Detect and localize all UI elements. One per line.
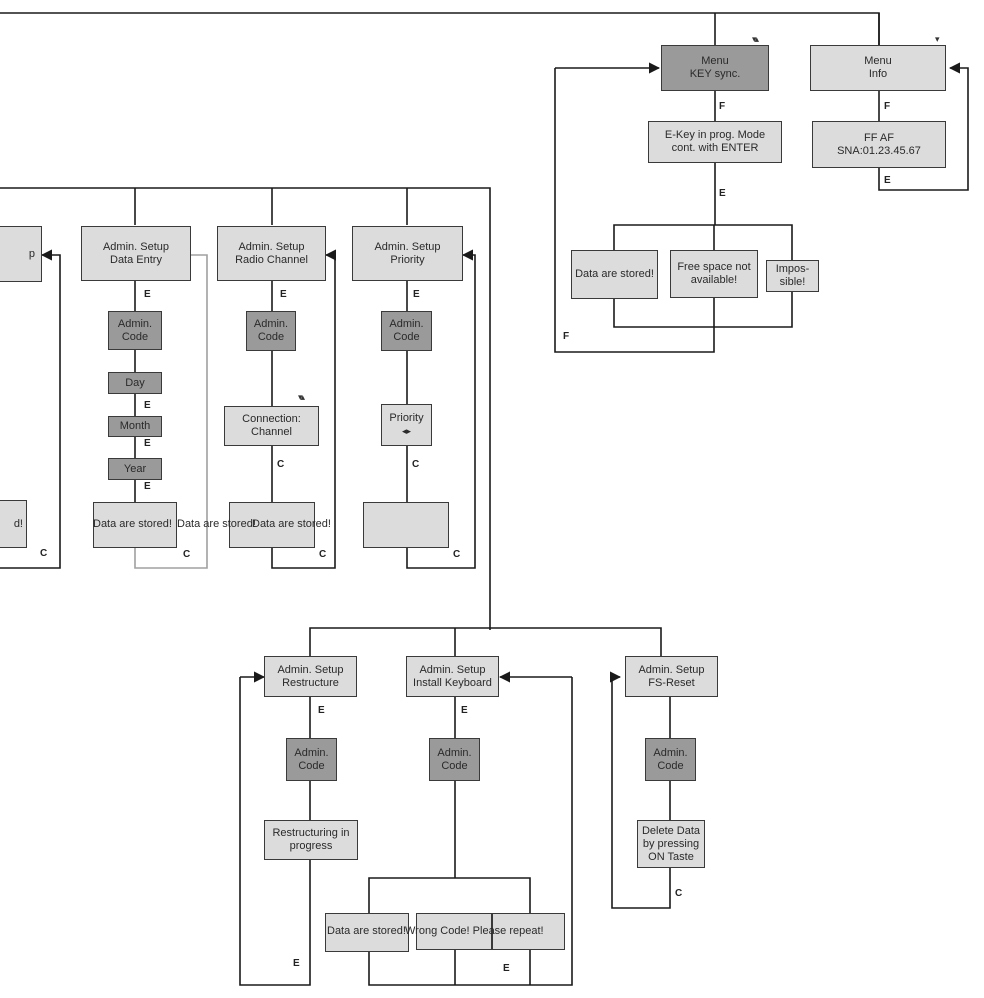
edge-label-e: E — [144, 400, 151, 411]
repeat-box — [492, 913, 565, 950]
admin-code-text: Admin. Code — [294, 746, 329, 772]
edge-label-e: E — [503, 963, 510, 974]
key-sync-stored-text: Data are stored! — [575, 268, 654, 280]
radio-channel-stored-box — [229, 502, 315, 548]
admin-setup-radio-channel-box: Admin. Setup Radio Channel — [217, 226, 326, 281]
day-box: Day — [108, 372, 162, 394]
info-detail-text: FF AF SNA:01.23.45.67 — [837, 131, 921, 157]
impossible-text: Impos- sible! — [775, 263, 810, 288]
edge-label-e: E — [280, 289, 287, 300]
admin-code-text: Admin. Code — [653, 746, 688, 772]
admin-setup-priority-text: Admin. Setup Priority — [374, 240, 441, 266]
edge-label-e: E — [719, 188, 726, 199]
admin-code-text: Admin. Code — [437, 746, 472, 772]
edge-label-f: F — [563, 331, 570, 342]
key-sync-arrow-marker: ▾▴ — [752, 34, 759, 44]
menu-key-sync-text: Menu KEY sync. — [689, 55, 741, 80]
priority-stored-text: Data are stored! — [252, 518, 331, 530]
data-entry-admin-code-box: Admin. Code — [108, 311, 162, 350]
admin-code-text: Admin. Code — [253, 318, 289, 343]
admin-setup-install-keyboard-text: Admin. Setup Install Keyboard — [413, 663, 492, 689]
admin-setup-install-keyboard-box: Admin. Setup Install Keyboard — [406, 656, 499, 697]
edge-label-e: E — [293, 958, 300, 969]
restructure-admin-code-box: Admin. Code — [286, 738, 337, 781]
admin-setup-fs-reset-text: Admin. Setup FS-Reset — [638, 663, 705, 689]
partial-admin-setup-box: p — [0, 226, 42, 282]
month-box: Month — [108, 416, 162, 437]
free-space-text: Free space not available! — [677, 261, 751, 286]
edge-label-c: C — [277, 459, 285, 470]
fs-reset-admin-code-box: Admin. Code — [645, 738, 696, 781]
connection-channel-text: Connection: Channel — [242, 413, 301, 438]
admin-setup-restructure-box: Admin. Setup Restructure — [264, 656, 357, 697]
admin-code-text: Admin. Code — [389, 318, 424, 343]
edge-label-e: E — [318, 705, 325, 716]
partial-stored-text: d! — [13, 517, 23, 530]
edge-label-c: C — [319, 549, 327, 560]
data-entry-stored-text: Data are stored! — [93, 518, 172, 530]
edge-label-c: C — [412, 459, 420, 470]
delete-data-box: Delete Data by pressing ON Taste — [637, 820, 705, 868]
admin-setup-data-entry-box: Admin. Setup Data Entry — [81, 226, 191, 281]
priority-admin-code-box: Admin. Code — [381, 311, 432, 351]
edge-label-c: C — [183, 549, 191, 560]
priority-field-box: Priority ◂▸ — [381, 404, 432, 446]
priority-field-text: Priority — [389, 412, 424, 424]
admin-setup-priority-box: Admin. Setup Priority — [352, 226, 463, 281]
partial-stored-box: d! — [0, 500, 27, 548]
connection-arrow-marker: ▾▴ — [298, 392, 305, 402]
admin-setup-data-entry-text: Admin. Setup Data Entry — [102, 240, 170, 266]
edge-label-e: E — [144, 289, 151, 300]
admin-setup-fs-reset-box: Admin. Setup FS-Reset — [625, 656, 718, 697]
impossible-box: Impos- sible! — [766, 260, 819, 292]
wrong-code-text: Wrong Code! Please repeat! — [405, 925, 544, 937]
priority-arrows-icon: ◂▸ — [401, 426, 412, 436]
month-text: Month — [119, 420, 151, 432]
restructuring-progress-text: Restructuring in progress — [272, 827, 350, 852]
keyboard-stored-box — [325, 913, 409, 952]
edge-label-c: C — [453, 549, 461, 560]
day-text: Day — [125, 376, 145, 389]
edge-label-e: E — [461, 705, 468, 716]
partial-admin-setup-text: p — [28, 247, 35, 260]
radio-channel-admin-code-box: Admin. Code — [246, 311, 296, 351]
data-entry-stored-box — [93, 502, 177, 548]
keyboard-stored-text: Data are stored! — [327, 925, 406, 937]
edge-label-c: C — [40, 548, 48, 559]
e-key-prog-box: E-Key in prog. Mode cont. with ENTER — [648, 121, 782, 163]
edge-label-f: F — [719, 101, 726, 112]
priority-result-box — [363, 502, 449, 548]
key-sync-stored-box: Data are stored! — [571, 250, 658, 299]
install-keyboard-admin-code-box: Admin. Code — [429, 738, 480, 781]
wrong-code-box — [416, 913, 492, 950]
e-key-prog-text: E-Key in prog. Mode cont. with ENTER — [664, 129, 766, 154]
edge-label-e: E — [413, 289, 420, 300]
edge-label-c: C — [675, 888, 683, 899]
info-arrow-marker: ▾ — [935, 34, 939, 44]
edge-label-e: E — [144, 438, 151, 449]
menu-info-text: Menu Info — [864, 55, 892, 80]
restructuring-progress-box: Restructuring in progress — [264, 820, 358, 860]
edge-label-e: E — [884, 175, 891, 186]
radio-channel-stored-text: Data are stored! — [177, 518, 256, 530]
edge-label-f: F — [884, 101, 891, 112]
info-detail-box: FF AF SNA:01.23.45.67 — [812, 121, 946, 168]
admin-setup-restructure-text: Admin. Setup Restructure — [277, 663, 344, 689]
menu-info-box: Menu Info — [810, 45, 946, 91]
admin-setup-radio-channel-text: Admin. Setup Radio Channel — [235, 240, 308, 266]
year-box: Year — [108, 458, 162, 480]
year-text: Year — [123, 462, 147, 475]
connection-channel-box: Connection: Channel — [224, 406, 319, 446]
edge-label-e: E — [144, 481, 151, 492]
free-space-box: Free space not available! — [670, 250, 758, 298]
admin-code-text: Admin. Code — [117, 317, 153, 343]
delete-data-text: Delete Data by pressing ON Taste — [641, 824, 701, 863]
menu-key-sync-box: Menu KEY sync. — [661, 45, 769, 91]
